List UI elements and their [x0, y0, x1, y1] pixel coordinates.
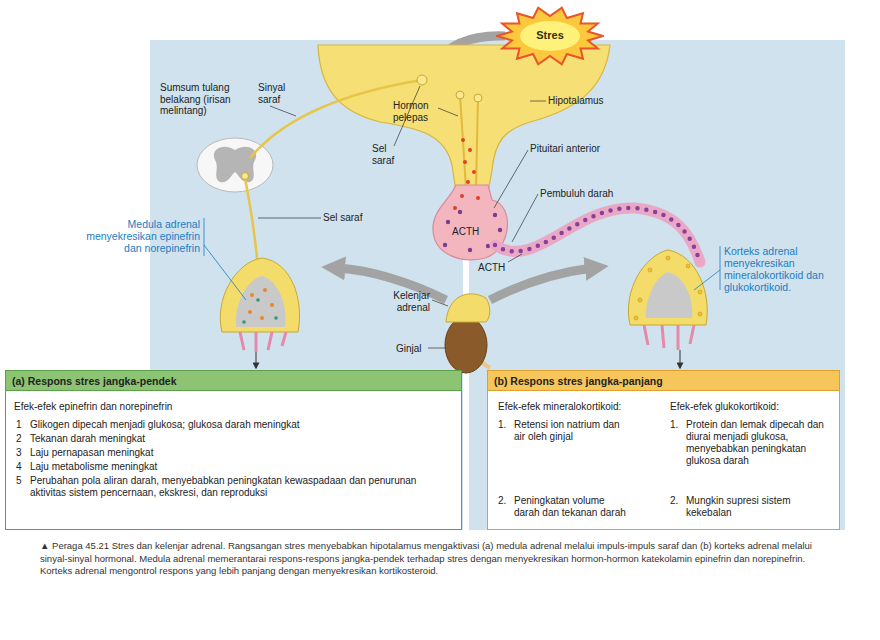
- list-number: 2.: [670, 495, 684, 507]
- list-number: 1.: [670, 419, 684, 431]
- output-arrow: [680, 350, 681, 368]
- part-label: Ginjal: [396, 343, 436, 355]
- list-item: Peningkatan volume darah dan tekanan dar…: [514, 495, 632, 519]
- list-number: 1.: [498, 419, 512, 431]
- releasing-hormone-dots: [453, 138, 480, 210]
- adrenal-gland: [446, 294, 490, 322]
- zoom-arrow: [490, 268, 592, 300]
- hormone-dots: [242, 298, 278, 324]
- list-number: 2: [16, 433, 28, 445]
- part-label: Sumsum tulang belakang (irisan melintang…: [160, 82, 255, 117]
- list-item: Glikogen dipecah menjadi glukosa; glukos…: [30, 419, 450, 431]
- list-item: Protein dan lemak dipecah dan diurai men…: [686, 419, 824, 467]
- part-label: Pituitari anterior: [530, 143, 620, 155]
- callout-text: Korteks adrenal menyekresikan mineraloko…: [724, 245, 826, 293]
- response-box: (a) Respons stres jangka-pendekEfek-efek…: [5, 370, 462, 530]
- neuron-body: [456, 91, 464, 99]
- vessels: [240, 332, 286, 352]
- starburst-shape: [497, 8, 603, 65]
- callout-brackets: [204, 218, 720, 300]
- kidney: [445, 317, 487, 373]
- hormone-label: ACTH: [452, 226, 492, 238]
- list-item: Retensi ion natrium dan air oleh ginjal: [514, 419, 632, 443]
- list-number: 3: [16, 447, 28, 459]
- epinephrine-dots: [248, 288, 274, 320]
- neuron-body: [242, 173, 249, 180]
- part-label: Hipotalamus: [548, 95, 628, 107]
- box-heading: (b) Respons stres jangka-panjang: [488, 371, 839, 391]
- hypothalamus-shape: [318, 45, 610, 192]
- adrenal-medulla: [646, 272, 692, 318]
- output-arrow: [256, 352, 257, 368]
- callout-text: Medula adrenal menyekresikan epinefrin d…: [72, 218, 200, 254]
- list-item: Perubahan pola aliran darah, menyebabkan…: [30, 475, 430, 499]
- figure-caption: ▲ Peraga 45.21 Stres dan kelenjar adrena…: [40, 540, 840, 578]
- burst-label: Stres: [496, 29, 604, 41]
- response-box: (b) Respons stres jangka-panjangEfek-efe…: [487, 370, 840, 530]
- neuron-axon: [460, 95, 478, 188]
- adrenal-section: [628, 250, 707, 325]
- list-item: Mungkin supresi sistem kekebalan: [686, 495, 814, 519]
- grey-matter: [214, 147, 256, 183]
- neuron-body: [474, 94, 482, 102]
- column-heading: Efek-efek mineralokortikoid:: [498, 401, 658, 413]
- adrenal-medulla: [236, 276, 286, 327]
- list-item: Tekanan darah meningkat: [30, 433, 450, 445]
- list-number: 5: [16, 475, 28, 487]
- list-number: 4: [16, 461, 28, 473]
- neuron-body: [417, 75, 427, 85]
- leader-lines: [258, 86, 546, 348]
- cortex-dots: [634, 256, 702, 320]
- list-number: 2.: [498, 495, 512, 507]
- part-label: Hormon pelepas: [393, 100, 438, 123]
- part-label: Sinyal saraf: [258, 82, 303, 105]
- adrenal-section: [220, 258, 299, 332]
- stress-burst: Stres: [496, 6, 604, 66]
- list-item: Laju pernapasan meningkat: [30, 447, 450, 459]
- vessels: [644, 325, 694, 350]
- part-label: Pembuluh darah: [540, 188, 630, 200]
- part-label: Sel saraf: [372, 143, 404, 166]
- box-intro: Efek-efek epinefrin dan norepinefrin: [14, 401, 414, 413]
- part-label: Kelenjar adrenal: [376, 290, 430, 313]
- part-label: Sel saraf: [323, 212, 383, 224]
- nerve-fiber: [245, 178, 258, 272]
- list-number: 1: [16, 419, 28, 431]
- box-heading: (a) Respons stres jangka-pendek: [6, 371, 461, 391]
- hormone-label: ACTH: [478, 262, 518, 274]
- column-heading: Efek-efek glukokortikoid:: [670, 401, 830, 413]
- list-item: Laju metabolisme meningkat: [30, 461, 450, 473]
